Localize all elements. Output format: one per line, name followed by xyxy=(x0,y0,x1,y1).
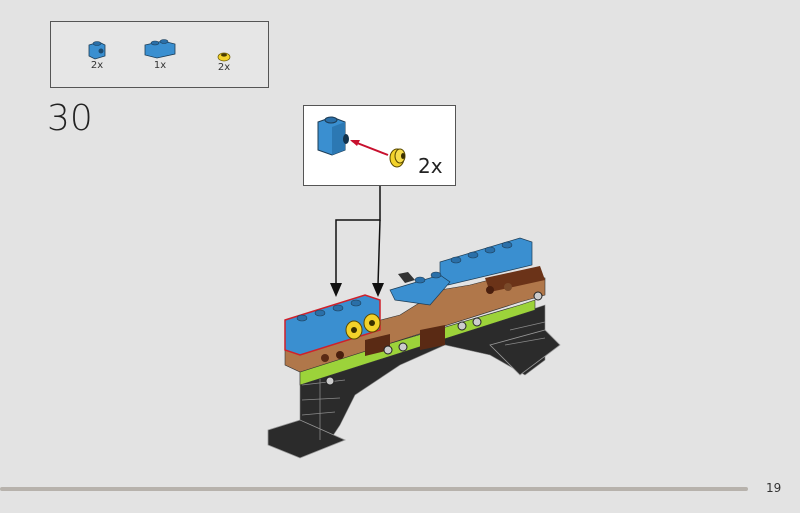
callout-qty: 2x xyxy=(418,154,443,178)
placement-arrows xyxy=(335,186,381,286)
part-qty: 1x xyxy=(153,60,167,71)
arrow-down-icon xyxy=(330,283,342,297)
brick-1x2-icon xyxy=(144,39,176,59)
page-number: 19 xyxy=(766,481,782,495)
part-round-plate-yellow: 2x xyxy=(214,50,234,73)
blue-bricks xyxy=(389,237,533,306)
new-parts-highlight xyxy=(284,294,381,356)
brown-layer xyxy=(284,266,546,386)
part-brick-1x2: 1x xyxy=(143,36,177,71)
part-qty: 2x xyxy=(217,62,231,73)
brick-1x1-side-stud-icon xyxy=(88,41,106,60)
round-plate-yellow-icon xyxy=(217,52,231,62)
arrow-down-icon xyxy=(372,283,384,297)
page-progress-bar xyxy=(0,487,748,491)
sub-assembly-callout: 2x xyxy=(303,105,456,186)
sub-assembly-illustration xyxy=(317,116,406,168)
part-qty: 2x xyxy=(90,60,104,71)
step-number: 30 xyxy=(47,98,93,139)
part-brick-1x1-side-stud: 2x xyxy=(85,38,109,71)
parts-list-box: 2x 1x 2x xyxy=(50,21,269,88)
